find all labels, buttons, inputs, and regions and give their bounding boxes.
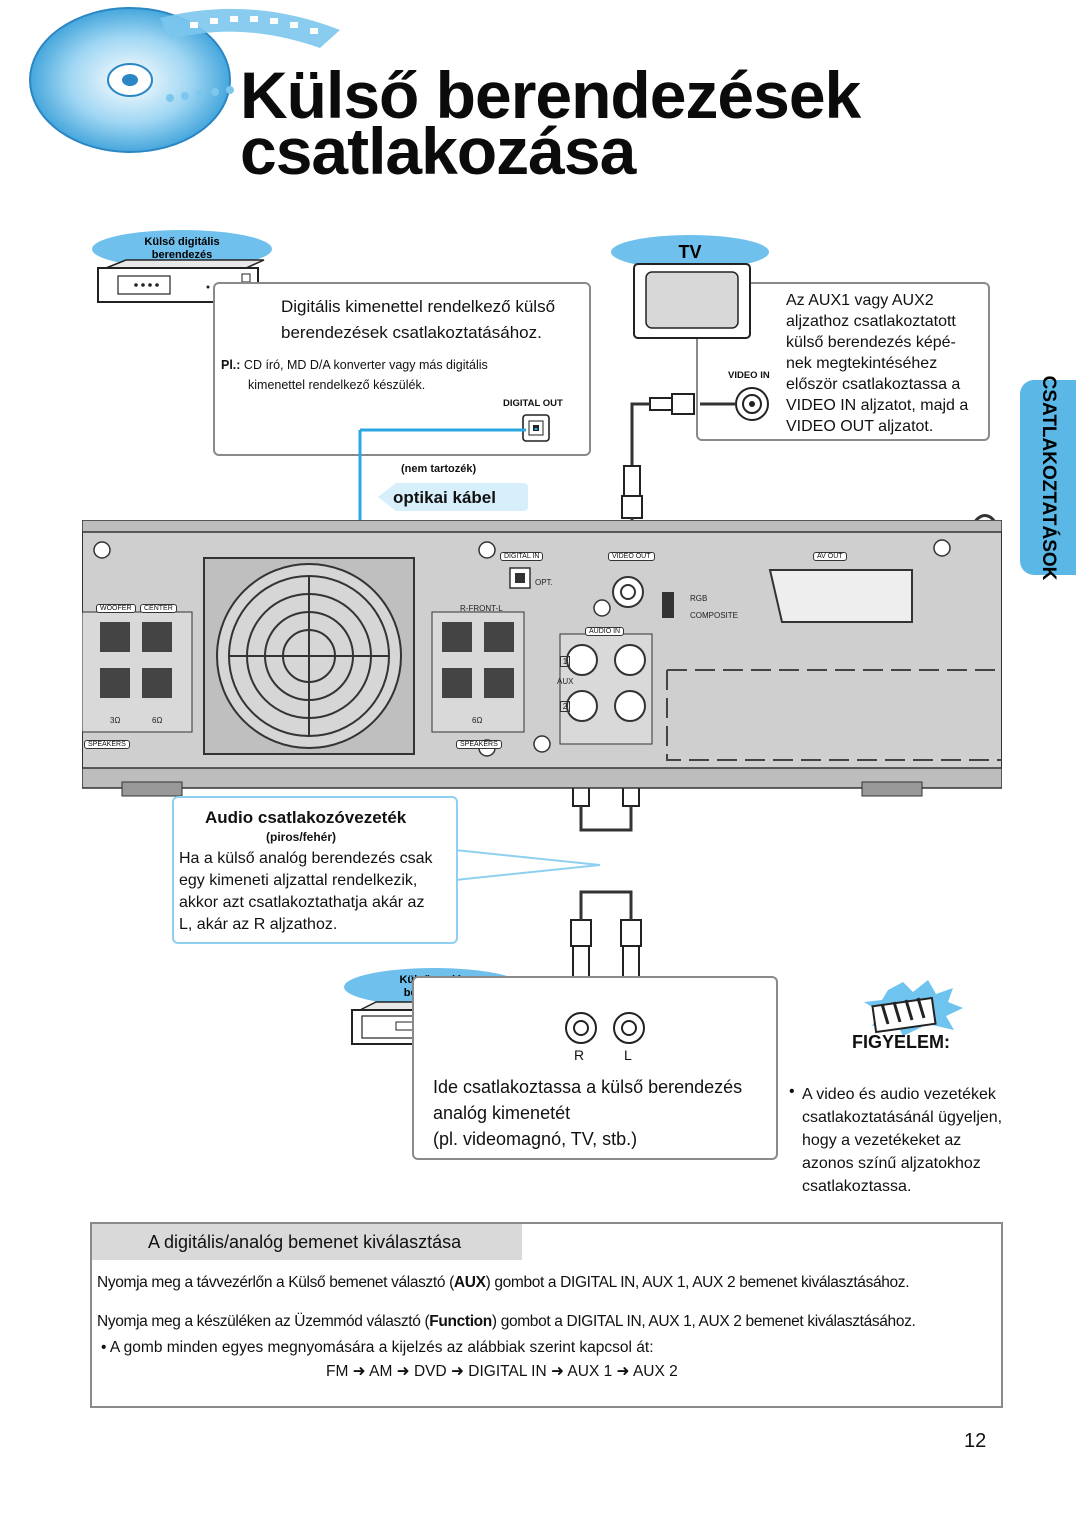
analog-device-text: Ide csatlakoztassa a külső berendezés an…	[433, 1074, 742, 1152]
tv-text-line: nek megtekintéséhez	[786, 355, 938, 372]
selection-heading: A digitális/analóg bemenet kiválasztása	[148, 1232, 462, 1252]
digital-device-example-2: kimenettel rendelkező készülék.	[248, 378, 426, 392]
optical-cable-note: (nem tartozék)	[401, 463, 477, 475]
analog-l-label: L	[624, 1047, 632, 1063]
audio-in-panel-label: AUDIO IN	[585, 627, 625, 636]
rgb-panel-label: RGB	[690, 594, 708, 603]
example-text-1: CD író, MD D/A konverter vagy más digitá…	[240, 358, 488, 372]
ohm6-left-panel-label: 6Ω	[152, 716, 163, 725]
optical-cable-label-tag	[378, 483, 528, 511]
p2-text-a: Nyomja meg a készüléken az Üzemmód válas…	[97, 1313, 430, 1330]
caution-bullet: •	[789, 1083, 795, 1100]
analog-r-label: R	[574, 1047, 585, 1063]
audio-cable-text-line: egy kimeneti aljzattal rendelkezik,	[179, 872, 418, 889]
r-front-l-panel-label: R-FRONT-L	[460, 604, 503, 613]
aux-button-name: AUX	[453, 1274, 486, 1291]
caution-text-line: hogy a vezetékeket az	[802, 1132, 962, 1149]
example-prefix: Pl.:	[221, 358, 241, 372]
audio-cable-text: Ha a külső analóg berendezés csak egy ki…	[179, 848, 433, 936]
ohm3-panel-label: 3Ω	[110, 716, 121, 725]
video-out-panel-label: VIDEO OUT	[608, 552, 655, 561]
audio-cable-text-line: akkor azt csatlakoztathatja akár az	[179, 894, 425, 911]
caution-title: FIGYELEM:	[852, 1032, 950, 1052]
page-title-line1: Külső berendezések	[240, 58, 861, 132]
optical-cable-label: optikai kábel	[393, 488, 496, 507]
aux-panel-label: AUX	[557, 677, 574, 686]
av-out-panel-label: AV OUT	[813, 552, 847, 561]
selection-sequence: FM ➜ AM ➜ DVD ➜ DIGITAL IN ➜ AUX 1 ➜ AUX…	[326, 1363, 678, 1380]
tv-text-line: Az AUX1 vagy AUX2	[786, 292, 934, 309]
caution-icon	[864, 980, 963, 1036]
caution-text-line: csatlakoztatásánál ügyeljen,	[802, 1109, 1003, 1126]
tv-text-line: aljzathoz csatlakoztatott	[786, 313, 956, 330]
digital-device-example-1: Pl.: CD író, MD D/A konverter vagy más d…	[221, 358, 488, 372]
ohm6-right-panel-label: 6Ω	[472, 716, 483, 725]
p1-text-a: Nyomja meg a távvezérlőn a Külső bemenet…	[97, 1274, 454, 1291]
video-in-label: VIDEO IN	[728, 370, 770, 381]
audio-cable-text-line: L, akár az R aljzathoz.	[179, 916, 338, 933]
selection-paragraph-2: Nyomja meg a készüléken az Üzemmód válas…	[97, 1313, 916, 1331]
selection-heading-bg	[92, 1224, 522, 1260]
selection-bullet: • A gomb minden egyes megnyomására a kij…	[101, 1339, 654, 1356]
digital-device-heading-1: Digitális kimenettel rendelkező külső	[281, 297, 556, 316]
receiver-rear-panel	[82, 520, 1002, 797]
speakers-right-panel-label: SPEAKERS	[456, 740, 502, 749]
tv-text-line: először csatlakoztassa a	[786, 376, 961, 393]
section-side-tab: CSATLAKOZTATÁSOK	[1020, 375, 1076, 580]
analog-device-box	[412, 976, 778, 1160]
aux1-panel-label: 1	[560, 656, 570, 667]
tv-pill-label: TV	[678, 242, 702, 262]
speakers-left-panel-label: SPEAKERS	[84, 740, 130, 749]
caution-text-line: azonos színű aljzatokhoz	[802, 1155, 981, 1172]
aux2-panel-label: 2	[560, 701, 570, 712]
audio-cable-text-line: Ha a külső analóg berendezés csak	[179, 850, 433, 867]
caution-text-line: csatlakoztassa.	[802, 1178, 912, 1195]
tv-text-line: külső berendezés képé-	[786, 334, 956, 351]
woofer-panel-label: WOOFER	[96, 604, 136, 613]
digital-in-panel-label: DIGITAL IN	[500, 552, 544, 561]
tv-text: Az AUX1 vagy AUX2 aljzathoz csatlakoztat…	[786, 290, 968, 437]
page-number: 12	[964, 1430, 987, 1452]
audio-cable-title: Audio csatlakozóvezeték	[205, 808, 407, 827]
analog-text-line: analóg kimenetét	[433, 1103, 571, 1123]
opt-panel-label: OPT.	[535, 578, 553, 587]
selection-paragraph-1: Nyomja meg a távvezérlőn a Külső bemenet…	[97, 1274, 910, 1292]
tv-text-line: VIDEO IN aljzatot, majd a	[786, 397, 969, 414]
caution-text: A video és audio vezetékek csatlakoztatá…	[802, 1083, 1002, 1198]
analog-text-line: (pl. videomagnó, TV, stb.)	[433, 1129, 638, 1149]
function-button-name: Function	[429, 1313, 492, 1330]
digital-out-label: DIGITAL OUT	[503, 398, 563, 409]
analog-text-line: Ide csatlakoztassa a külső berendezés	[433, 1077, 743, 1097]
digital-device-pill-label: Külső digitális berendezés	[144, 236, 220, 261]
analog-jacks-icon	[565, 1012, 645, 1044]
caution-text-line: A video és audio vezetékek	[802, 1086, 996, 1103]
tv-icon	[633, 263, 751, 339]
digital-device-heading-2: berendezések csatlakoztatásához.	[281, 323, 542, 342]
disc-graphic	[29, 7, 340, 153]
audio-cable-callout	[172, 796, 458, 944]
composite-panel-label: COMPOSITE	[690, 611, 739, 620]
audio-cable-subtitle: (piros/fehér)	[266, 830, 337, 844]
page-title-line2: csatlakozása	[240, 114, 636, 188]
p2-text-c: ) gombot a DIGITAL IN, AUX 1, AUX 2 beme…	[491, 1313, 916, 1330]
tv-text-line: VIDEO OUT aljzatot.	[786, 418, 934, 435]
p1-text-c: ) gombot a DIGITAL IN, AUX 1, AUX 2 beme…	[485, 1274, 910, 1291]
center-panel-label: CENTER	[140, 604, 177, 613]
